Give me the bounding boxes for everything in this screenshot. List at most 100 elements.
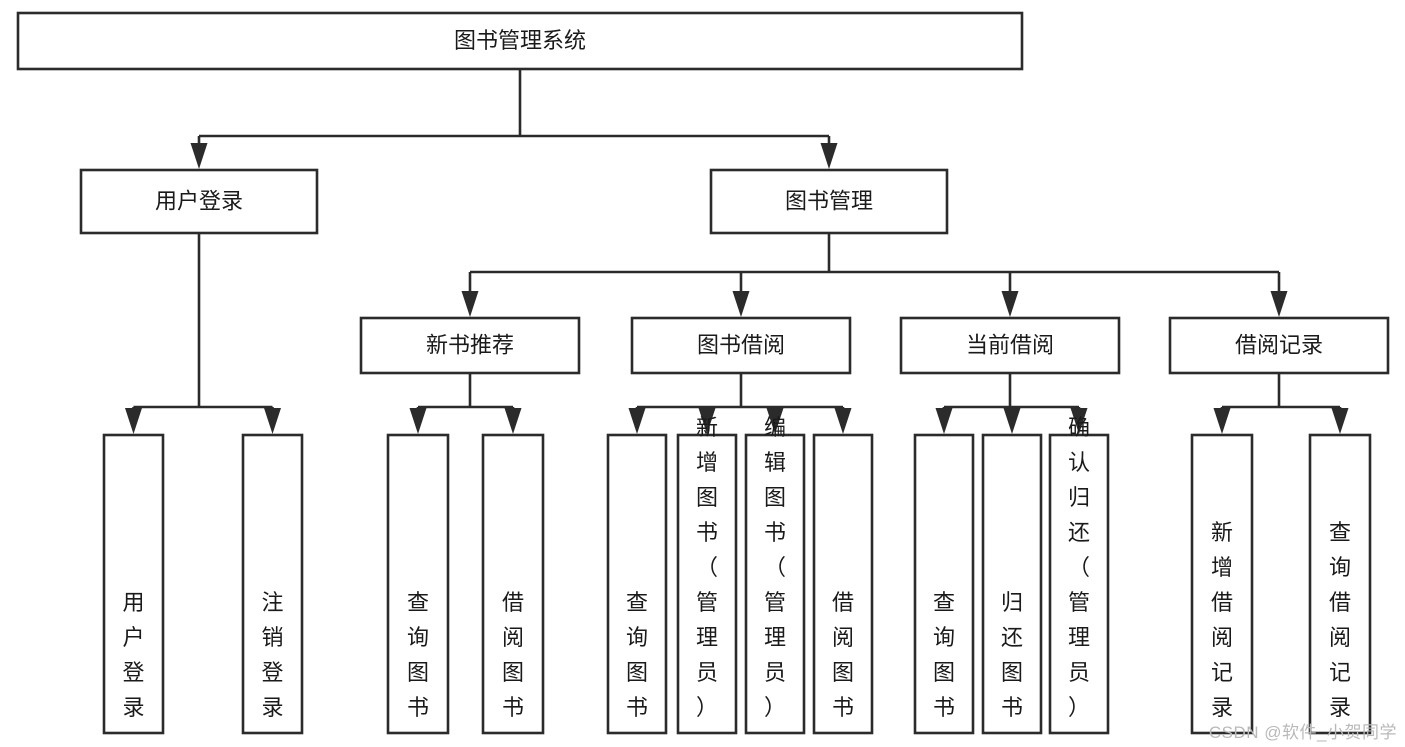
node-box <box>1048 433 1110 735</box>
node-root[interactable]: 图书管理系统 <box>16 11 1024 71</box>
node-box <box>79 168 319 235</box>
node-leaf-add-record[interactable]: 新增借阅记录新增借阅记录 <box>1190 433 1254 735</box>
node-label-char: 书 <box>502 695 524 720</box>
node-l3-book-borrow[interactable]: 图书借阅 <box>630 316 852 375</box>
node-label-char: （ <box>1068 555 1090 580</box>
node-label-char: 询 <box>933 625 955 650</box>
node-label-char: 借 <box>502 590 524 615</box>
node-label-char: 登 <box>122 660 144 685</box>
node-label: 当前借阅 <box>966 332 1054 357</box>
node-leaf-borrow-book-2[interactable]: 借阅图书借阅图书 <box>812 433 874 735</box>
node-label: 借阅记录 <box>1235 332 1323 357</box>
node-label: 图书管理系统 <box>454 28 586 53</box>
node-label-char: 录 <box>122 695 144 720</box>
node-label-char: 管 <box>1068 590 1090 615</box>
node-l3-current-borrow[interactable]: 当前借阅 <box>899 316 1121 375</box>
node-leaf-query-record[interactable]: 查询借阅记录查询借阅记录 <box>1308 433 1372 735</box>
node-label: 用户登录 <box>155 188 243 213</box>
node-label: 图书管理 <box>785 188 873 213</box>
node-label-char: 注 <box>261 590 283 615</box>
node-leaf-query-book-1[interactable]: 查询图书查询图书 <box>386 433 450 735</box>
node-l2-user-login[interactable]: 用户登录 <box>79 168 319 235</box>
node-label-char: 书 <box>1001 695 1023 720</box>
node-box <box>1168 316 1390 375</box>
node-label-char: 图 <box>502 660 524 685</box>
node-box <box>1190 433 1254 735</box>
csdn-watermark: CSDN @软件_小贺同学 <box>1208 723 1397 742</box>
node-label-char: 书 <box>407 695 429 720</box>
arrowhead-icon <box>504 408 522 434</box>
node-leaf-borrow-book-1[interactable]: 借阅图书借阅图书 <box>481 433 545 735</box>
node-label-char: 编 <box>764 415 786 440</box>
node-label-char: 阅 <box>502 625 524 650</box>
arrowhead-icon <box>1070 408 1088 434</box>
node-label-char: 图 <box>407 660 429 685</box>
node-box <box>981 433 1043 735</box>
node-label: 图书借阅 <box>697 332 785 357</box>
node-label-char: 阅 <box>1329 625 1351 650</box>
node-label-char: 询 <box>626 625 648 650</box>
node-leaf-query-book-3[interactable]: 查询图书查询图书 <box>913 433 975 735</box>
node-box <box>744 433 806 735</box>
node-leaf-query-book-2[interactable]: 查询图书查询图书 <box>606 433 668 735</box>
node-box <box>1308 433 1372 735</box>
arrowhead-icon <box>935 408 953 434</box>
node-label-char: 确 <box>1068 415 1090 440</box>
node-box <box>630 316 852 375</box>
arrowhead-icon <box>732 291 750 317</box>
node-label-char: 书 <box>764 520 786 545</box>
node-leaf-user-login[interactable]: 用户登录用户登录 <box>102 433 165 735</box>
node-label-char: 录 <box>1329 695 1351 720</box>
node-label-char: 员 <box>1068 660 1090 685</box>
arrowhead-icon <box>698 408 716 434</box>
node-label-char: 查 <box>407 590 429 615</box>
nodes-layer: 图书管理系统用户登录图书管理新书推荐图书借阅当前借阅借阅记录用户登录用户登录注销… <box>16 11 1390 735</box>
arrowhead-icon <box>1270 291 1288 317</box>
arrowhead-icon <box>1331 408 1349 434</box>
node-box <box>913 433 975 735</box>
arrowhead-icon <box>766 408 784 434</box>
arrowhead-icon <box>125 408 142 434</box>
arrowhead-icon <box>1001 291 1019 317</box>
node-leaf-return-book[interactable]: 归还图书归还图书 <box>981 433 1043 735</box>
node-box <box>102 433 165 735</box>
node-label-char: 用 <box>122 590 144 615</box>
node-leaf-logout[interactable]: 注销登录注销登录 <box>241 433 304 735</box>
node-label-char: 归 <box>1068 485 1090 510</box>
node-label-char: 销 <box>261 625 283 650</box>
node-label-char: 新 <box>1211 520 1233 545</box>
node-l3-new-book-rec[interactable]: 新书推荐 <box>359 316 581 375</box>
node-label-char: 图 <box>933 660 955 685</box>
node-box <box>359 316 581 375</box>
arrowhead-icon <box>461 291 479 317</box>
arrowhead-icon <box>409 408 427 434</box>
node-label-char: 增 <box>696 450 718 475</box>
node-label-char: 查 <box>933 590 955 615</box>
node-l2-book-manage[interactable]: 图书管理 <box>709 168 949 235</box>
node-box <box>606 433 668 735</box>
node-box <box>899 316 1121 375</box>
node-label-char: 阅 <box>832 625 854 650</box>
node-label-char: 书 <box>696 520 718 545</box>
node-label-char: 记 <box>1211 660 1233 685</box>
node-label-char: ） <box>764 695 786 720</box>
node-label-char: 管 <box>696 590 718 615</box>
node-l3-borrow-record[interactable]: 借阅记录 <box>1168 316 1390 375</box>
node-label-char: 记 <box>1329 660 1351 685</box>
node-box <box>709 168 949 235</box>
node-label-char: 理 <box>764 625 786 650</box>
edges-layer <box>125 69 1349 434</box>
node-label-char: 书 <box>832 695 854 720</box>
node-box <box>16 11 1024 71</box>
arrowhead-icon <box>1003 408 1021 434</box>
arrowhead-icon <box>264 408 281 434</box>
node-label-char: 户 <box>122 625 144 650</box>
node-label-char: 查 <box>626 590 648 615</box>
node-label-char: 询 <box>1329 555 1351 580</box>
node-label-char: 员 <box>764 660 786 685</box>
node-label-char: ） <box>1068 695 1090 720</box>
